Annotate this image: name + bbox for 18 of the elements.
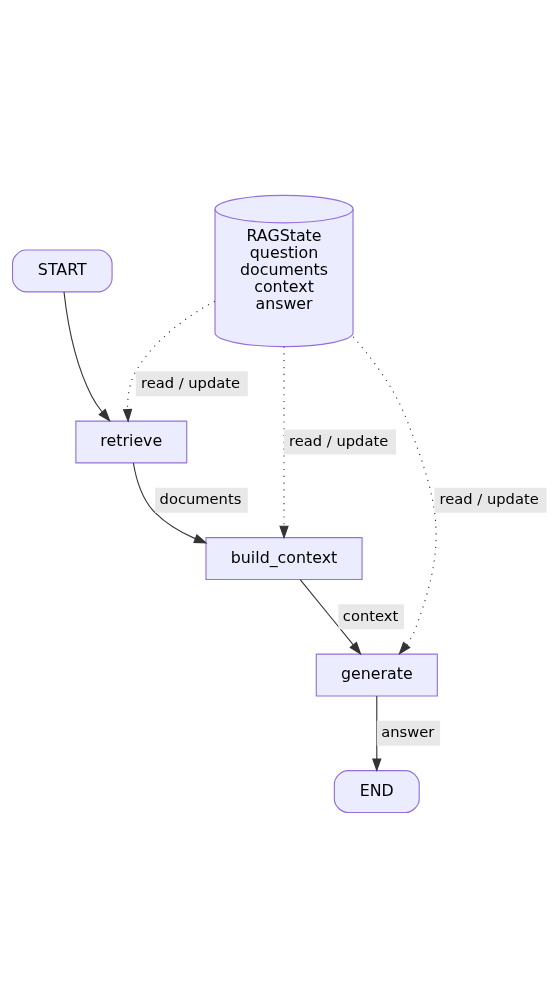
- edge-label: documents: [159, 489, 242, 507]
- node-box: END: [333, 769, 420, 813]
- arrow: [352, 335, 437, 655]
- edge-label: context: [342, 606, 399, 624]
- edge-label: answer: [381, 722, 435, 740]
- arrow: [372, 695, 382, 772]
- arrow: [279, 345, 289, 539]
- arrow: [132, 461, 208, 543]
- edge-label: read / update: [439, 489, 539, 507]
- node-box: START: [11, 248, 113, 292]
- node-box: retrieve: [75, 420, 188, 463]
- node-box: build_context: [205, 536, 363, 580]
- node-box: generate: [315, 653, 438, 697]
- arrow: [63, 291, 111, 422]
- edge-label: read / update: [289, 431, 389, 449]
- arrow: [299, 578, 362, 655]
- arrow: [122, 300, 216, 423]
- edge-label: read / update: [140, 373, 241, 391]
